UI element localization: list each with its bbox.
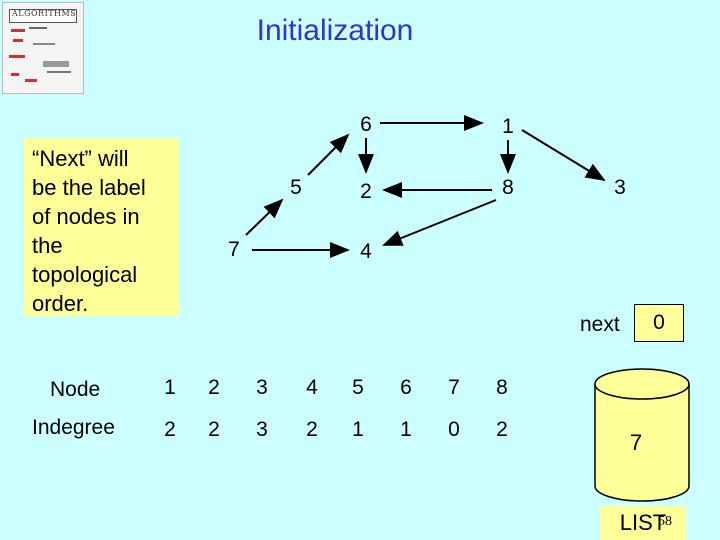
graph-node-4: 4 bbox=[360, 240, 372, 263]
node-cell: 3 bbox=[256, 376, 268, 399]
node-cell: 1 bbox=[164, 376, 176, 399]
node-row-label: Node bbox=[50, 378, 101, 401]
graph-node-6: 6 bbox=[360, 113, 372, 136]
list-label: LIST bbox=[600, 506, 686, 540]
node-cell: 8 bbox=[496, 376, 508, 399]
indegree-cell: 0 bbox=[448, 418, 460, 441]
edge-8-4 bbox=[382, 199, 497, 246]
edge-1-3 bbox=[521, 129, 606, 182]
graph-node-7: 7 bbox=[228, 238, 240, 261]
next-value-box: 0 bbox=[634, 304, 684, 342]
note-line: of nodes in bbox=[32, 204, 140, 229]
node-cell: 5 bbox=[352, 376, 364, 399]
note-line: “Next” will bbox=[32, 146, 129, 171]
edge-7-5 bbox=[245, 198, 284, 236]
note-line: topological bbox=[32, 262, 138, 287]
graph-node-1: 1 bbox=[502, 115, 514, 138]
node-cell: 6 bbox=[400, 376, 412, 399]
graph-node-2: 2 bbox=[360, 180, 372, 203]
note-box: “Next” will be the label of nodes in the… bbox=[24, 138, 179, 316]
list-value: 7 bbox=[629, 430, 643, 455]
indegree-row-label: Indegree bbox=[32, 416, 115, 439]
list-cylinder bbox=[594, 368, 690, 502]
graph-node-3: 3 bbox=[614, 176, 626, 199]
logo-title-bar bbox=[9, 9, 77, 23]
edge-5-6 bbox=[307, 133, 350, 176]
graph-node-5: 5 bbox=[290, 176, 302, 199]
note-line: order. bbox=[32, 291, 89, 316]
indegree-cell: 2 bbox=[164, 418, 176, 441]
note-line: the bbox=[32, 233, 63, 258]
indegree-cell: 2 bbox=[496, 418, 508, 441]
node-cell: 2 bbox=[208, 376, 220, 399]
graph-node-8: 8 bbox=[502, 176, 514, 199]
indegree-cell: 3 bbox=[256, 418, 268, 441]
next-label: next bbox=[580, 313, 620, 336]
logo-art bbox=[9, 27, 71, 82]
node-cell: 4 bbox=[306, 376, 318, 399]
indegree-cell: 1 bbox=[400, 418, 412, 441]
page-number: 58 bbox=[658, 514, 672, 529]
indegree-cell: 1 bbox=[352, 418, 364, 441]
book-cover-logo: ALGORITHMS bbox=[2, 2, 84, 94]
logo-text: ALGORITHMS bbox=[12, 9, 77, 18]
indegree-cell: 2 bbox=[208, 418, 220, 441]
indegree-cell: 2 bbox=[306, 418, 318, 441]
slide-title: Initialization bbox=[256, 14, 414, 47]
note-line: be the label bbox=[32, 175, 146, 200]
node-cell: 7 bbox=[448, 376, 460, 399]
